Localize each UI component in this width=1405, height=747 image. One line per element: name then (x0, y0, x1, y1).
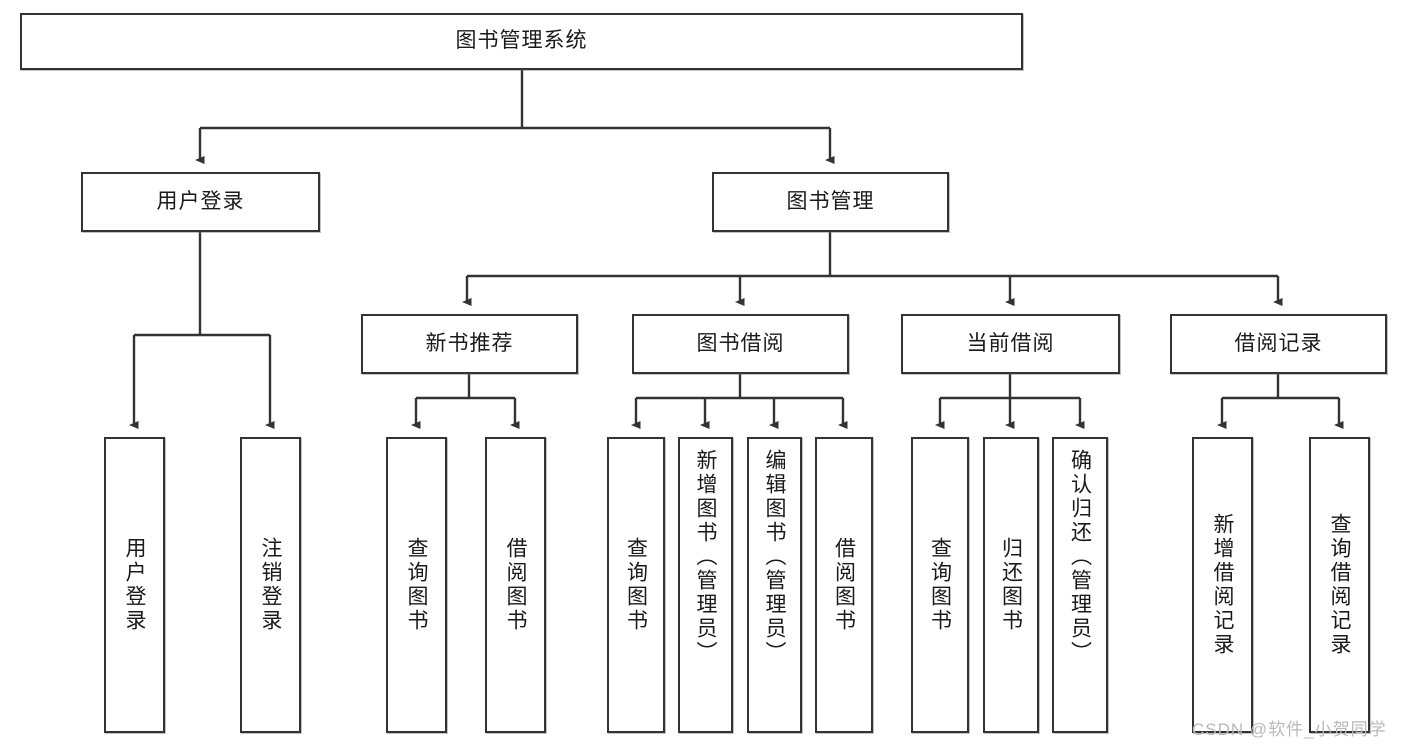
node-root[interactable]: 图书管理系统 (20, 13, 1023, 70)
node-user-login-label: 用户登录 (156, 189, 245, 213)
node-book-management-label: 图书管理 (786, 189, 875, 213)
leaf-current-confirm-return[interactable]: 确认归还（管理员） (1052, 437, 1108, 733)
leaf-borrow-query-book[interactable]: 查询图书 (607, 437, 665, 733)
leaf-record-add-record[interactable]: 新增借阅记录 (1192, 437, 1253, 733)
leaf-borrow-add-book-label: 新增图书（管理员） (694, 449, 717, 665)
leaf-recommend-borrow-book-label: 借阅图书 (504, 537, 527, 633)
node-root-label: 图书管理系统 (455, 29, 588, 53)
node-current-borrow[interactable]: 当前借阅 (901, 314, 1120, 374)
node-current-borrow-label: 当前借阅 (966, 331, 1055, 355)
node-borrow-record-label: 借阅记录 (1234, 331, 1323, 355)
node-new-book-recommend-label: 新书推荐 (425, 331, 514, 355)
node-new-book-recommend[interactable]: 新书推荐 (361, 314, 578, 374)
leaf-current-confirm-return-label: 确认归还（管理员） (1068, 449, 1092, 665)
leaf-user-login-signout-label: 注销登录 (259, 537, 282, 633)
leaf-borrow-query-book-label: 查询图书 (624, 537, 648, 633)
leaf-record-add-record-label: 新增借阅记录 (1211, 513, 1234, 657)
leaf-current-return-book-label: 归还图书 (999, 537, 1023, 633)
leaf-record-query-record-label: 查询借阅记录 (1328, 513, 1351, 657)
leaf-current-return-book[interactable]: 归还图书 (983, 437, 1039, 733)
leaf-user-login-signin-label: 用户登录 (123, 537, 146, 633)
node-book-borrow-label: 图书借阅 (696, 331, 785, 355)
leaf-borrow-add-book[interactable]: 新增图书（管理员） (678, 437, 733, 733)
leaf-recommend-query-book[interactable]: 查询图书 (386, 437, 447, 733)
leaf-borrow-borrow-book-label: 借阅图书 (832, 537, 856, 633)
leaf-borrow-edit-book-label: 编辑图书（管理员） (763, 449, 786, 665)
leaf-user-login-signout[interactable]: 注销登录 (240, 437, 301, 733)
csdn-watermark: CSDN @软件_小贺同学 (1192, 720, 1387, 739)
leaf-borrow-edit-book[interactable]: 编辑图书（管理员） (747, 437, 802, 733)
node-borrow-record[interactable]: 借阅记录 (1170, 314, 1387, 374)
leaf-record-query-record[interactable]: 查询借阅记录 (1309, 437, 1370, 733)
node-book-borrow[interactable]: 图书借阅 (632, 314, 849, 374)
node-user-login[interactable]: 用户登录 (81, 172, 320, 232)
leaf-current-query-book-label: 查询图书 (928, 537, 952, 633)
leaf-current-query-book[interactable]: 查询图书 (911, 437, 969, 733)
leaf-user-login-signin[interactable]: 用户登录 (104, 437, 165, 733)
node-book-management[interactable]: 图书管理 (712, 172, 949, 232)
leaf-recommend-query-book-label: 查询图书 (405, 537, 428, 633)
leaf-recommend-borrow-book[interactable]: 借阅图书 (485, 437, 546, 733)
leaf-borrow-borrow-book[interactable]: 借阅图书 (815, 437, 873, 733)
